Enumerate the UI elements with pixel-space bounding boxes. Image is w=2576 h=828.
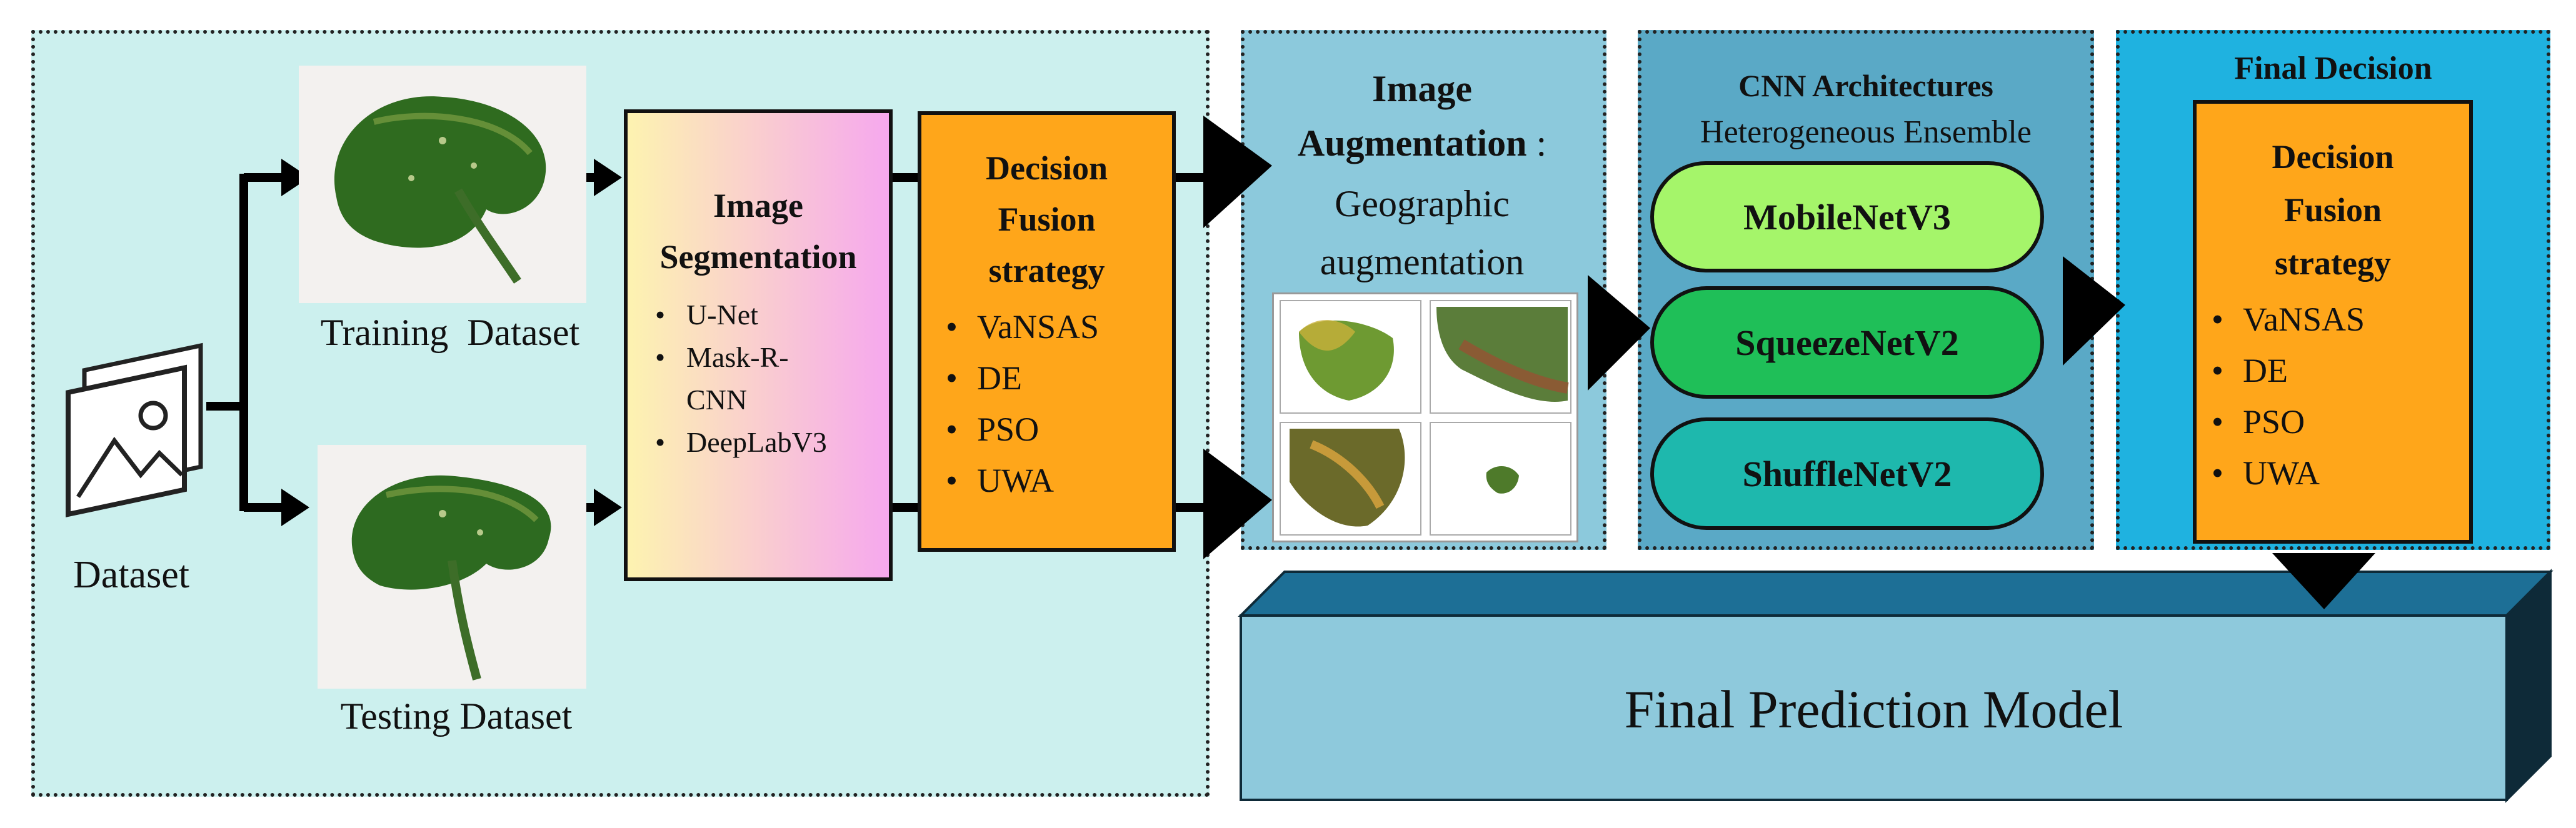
final-fusion-item: UWA [2207,447,2365,499]
augmentation-title-word: Augmentation [1297,122,1527,164]
segmentation-title-2: Segmentation [659,238,857,276]
model-shufflenetv2: ShuffleNetV2 [1650,417,2044,530]
final-fusion-title-3: strategy [2275,244,2391,282]
segmentation-item-cont: CNN [686,384,748,416]
augmented-leaf-samples [1280,300,1571,536]
final-fusion-item: VaNSAS [2207,294,2365,345]
testing-leaf-image [318,445,586,689]
testing-dataset-label: Testing Dataset [340,696,573,737]
augmentation-image-grid [1272,292,1578,542]
final-fusion-item: DE [2207,345,2365,396]
final-decision-title: Final Decision [2234,51,2432,86]
augmentation-subtitle-2: augmentation [1320,241,1525,282]
cnn-title: CNN Architectures [1738,68,1993,103]
fusion-item: DE [941,352,1099,404]
final-fusion-item: PSO [2207,396,2365,447]
fusion-title-1: Decision [986,149,1108,187]
final-fusion-title-1: Decision [2272,138,2394,176]
training-leaf-image [299,66,586,303]
segmentation-item: U-Net [650,294,827,336]
training-dataset-label: Training Dataset [320,312,580,353]
final-fusion-title-2: Fusion [2283,191,2382,229]
model-mobilenetv3: MobileNetV3 [1650,161,2044,272]
augmentation-title-2: Augmentation : [1244,122,1600,165]
augmentation-title-1: Image [1372,68,1472,109]
final-prediction-label: Final Prediction Model [1624,679,2123,739]
segmentation-item: Mask-R- [650,336,827,379]
fusion-item: PSO [941,404,1099,455]
fusion-list: VaNSAS DE PSO UWA [941,301,1099,506]
augmentation-colon: : [1536,122,1547,164]
dataset-label: Dataset [73,554,189,596]
model-squeezenetv2: SqueezeNetV2 [1650,286,2044,399]
final-fusion-list: VaNSAS DE PSO UWA [2207,294,2365,499]
fusion-item: UWA [941,455,1099,506]
augmentation-subtitle-1: Geographic [1335,183,1510,224]
segmentation-title-1: Image [713,187,803,224]
fusion-title-3: strategy [988,252,1105,289]
fusion-title-2: Fusion [998,201,1096,238]
fusion-item: VaNSAS [941,301,1099,352]
segmentation-item: DeepLabV3 [650,421,827,464]
cnn-subtitle: Heterogeneous Ensemble [1700,114,2032,150]
segmentation-list: U-Net Mask-R- CNN DeepLabV3 [650,294,827,464]
